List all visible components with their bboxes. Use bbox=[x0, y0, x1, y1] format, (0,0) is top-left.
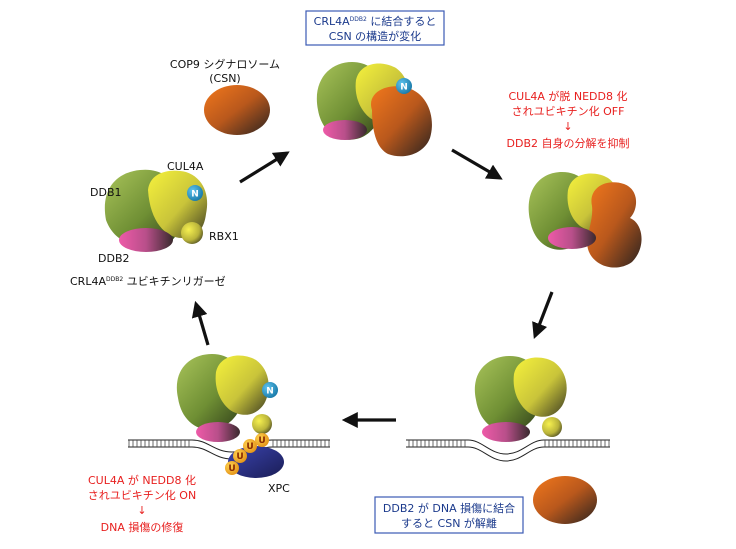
svg-text:↓: ↓ bbox=[137, 504, 146, 517]
arrow-bottomleft-to-left bbox=[191, 300, 210, 346]
ddb2-shape bbox=[119, 228, 173, 252]
svg-text:DDB2 自身の分解を抑制: DDB2 自身の分解を抑制 bbox=[507, 136, 630, 150]
svg-text:N: N bbox=[400, 83, 408, 93]
ubiquitin-2 bbox=[233, 449, 247, 463]
arrow-left-to-top bbox=[239, 151, 290, 184]
arrow-top-to-right bbox=[451, 148, 503, 180]
arrow-right-to-bottom bbox=[532, 291, 554, 339]
crl4a-csn-complex-top: N bbox=[316, 62, 432, 157]
nedd8-badge-bottom-left bbox=[262, 382, 278, 398]
svg-text:N: N bbox=[266, 387, 274, 397]
crl4a-complex-left: N bbox=[104, 169, 208, 252]
dna-strand-left bbox=[128, 439, 330, 460]
svg-text:DDB2 が DNA 損傷に結合: DDB2 が DNA 損傷に結合 bbox=[383, 501, 515, 515]
csn-released bbox=[533, 476, 597, 524]
ddb2-label: DDB2 bbox=[98, 252, 130, 265]
svg-text:U: U bbox=[228, 464, 235, 474]
ubiquitin-4 bbox=[255, 433, 269, 447]
svg-text:すると CSN が解離: すると CSN が解離 bbox=[401, 516, 497, 530]
svg-text:N: N bbox=[191, 190, 199, 200]
nedd8-badge-top bbox=[396, 78, 412, 94]
bottom-info-box: DDB2 が DNA 損傷に結合 すると CSN が解離 bbox=[374, 496, 524, 534]
svg-text:DNA 損傷の修復: DNA 損傷の修復 bbox=[101, 520, 184, 534]
top-info-box: CRL4ADDB2 に結合すると CSN の構造が変化 bbox=[305, 10, 445, 46]
ubiquitin-chain: U U U U bbox=[225, 433, 269, 475]
crl4a-csn-complex-right bbox=[528, 172, 642, 268]
crl4a-complex-bottom-left: N bbox=[176, 354, 278, 442]
top-box-line2: CSN の構造が変化 bbox=[329, 29, 421, 43]
nedd8-badge-left bbox=[187, 185, 203, 201]
cul4a-label: CUL4A bbox=[167, 160, 204, 173]
crl4a-complex-bottom-right bbox=[474, 356, 567, 442]
ubiquitin-3 bbox=[243, 439, 257, 453]
svg-text:されユビキチン化 ON: されユビキチン化 ON bbox=[88, 488, 196, 502]
red-note-bottom-left: CUL4A が NEDD8 化 されユビキチン化 ON ↓ DNA 損傷の修復 bbox=[88, 473, 196, 534]
svg-text:CUL4A が NEDD8 化: CUL4A が NEDD8 化 bbox=[88, 473, 196, 487]
ubiquitin-1 bbox=[225, 461, 239, 475]
ddb1-label: DDB1 bbox=[90, 186, 122, 199]
dna-strand-right bbox=[406, 439, 610, 462]
rbx1-label: RBX1 bbox=[209, 230, 239, 243]
svg-text:U: U bbox=[236, 452, 243, 462]
red-note-right: CUL4A が脱 NEDD8 化 されユビキチン化 OFF ↓ DDB2 自身の… bbox=[507, 89, 630, 150]
svg-text:U: U bbox=[258, 436, 265, 446]
svg-text:CUL4A が脱 NEDD8 化: CUL4A が脱 NEDD8 化 bbox=[509, 89, 628, 103]
csn-bound-top bbox=[370, 86, 432, 157]
rbx1-shape bbox=[181, 222, 203, 244]
svg-text:U: U bbox=[246, 442, 253, 452]
xpc-label: XPC bbox=[268, 482, 290, 495]
cycle-arrows bbox=[191, 148, 554, 428]
svg-text:されユビキチン化 OFF: されユビキチン化 OFF bbox=[512, 104, 625, 118]
csn-name-label: COP9 シグナロソーム bbox=[170, 57, 280, 71]
csn-bound-right bbox=[587, 182, 642, 268]
csn-abbr-label: (CSN) bbox=[209, 72, 240, 85]
svg-text:↓: ↓ bbox=[563, 120, 572, 133]
csn-free bbox=[204, 85, 270, 135]
crl4a-ligase-label: CRL4ADDB2 ユビキチンリガーゼ bbox=[70, 275, 226, 288]
top-box-line1: CRL4ADDB2 に結合すると bbox=[314, 14, 437, 28]
